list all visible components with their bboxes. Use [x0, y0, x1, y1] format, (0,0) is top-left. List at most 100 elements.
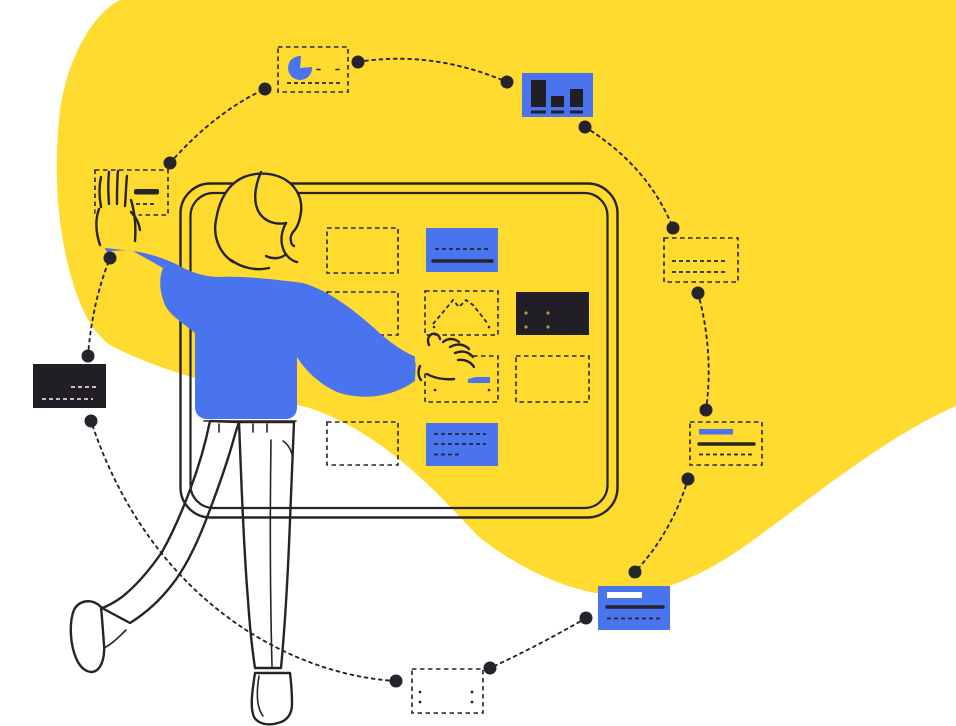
- thumb: [417, 364, 423, 382]
- person-legs: [69, 419, 297, 726]
- ring-dot: [579, 611, 593, 625]
- ring-dot: [691, 286, 705, 300]
- ring-dot: [500, 75, 514, 89]
- corner-dot: [418, 700, 422, 704]
- connection-ring: [87, 57, 710, 682]
- card-body: [516, 292, 589, 335]
- yellow-blob: [56, 0, 956, 596]
- pocket-curve: [282, 440, 294, 460]
- corner-dots: [418, 690, 474, 704]
- ring-dot: [628, 565, 642, 579]
- bar: [531, 80, 546, 107]
- bar: [570, 89, 583, 107]
- pie-chart-icon: [288, 55, 313, 80]
- ring-segment: [90, 420, 397, 682]
- chip-dot: [433, 388, 437, 392]
- finger: [98, 175, 103, 209]
- right-hand: [415, 332, 476, 382]
- card-border: [411, 668, 484, 714]
- whiteboard-outer-frame: [179, 182, 619, 519]
- blue-text-card: [426, 228, 498, 272]
- ring-segment: [357, 57, 508, 83]
- mouth-chin: [264, 253, 287, 260]
- ring-segment: [584, 126, 674, 229]
- pie-chart-card: [277, 46, 349, 93]
- ring-segment: [697, 292, 710, 411]
- corner-dot: [418, 690, 422, 694]
- ring-segment: [169, 88, 266, 164]
- ring-dot: [483, 661, 497, 675]
- ring-dot: [699, 403, 713, 417]
- whiteboard-inner-frame: [189, 191, 609, 510]
- blue-title-bar: [699, 429, 733, 435]
- hair-outline: [214, 172, 303, 264]
- left-hand-strokes: [95, 169, 142, 247]
- media-dot: [524, 325, 528, 329]
- card-body: [426, 228, 498, 272]
- placeholder-card: [326, 291, 399, 336]
- finger: [123, 174, 129, 208]
- title-bar: [134, 189, 159, 195]
- chart-dot: [432, 325, 436, 329]
- person-body: [96, 233, 416, 419]
- ring-dot: [681, 472, 695, 486]
- line-chart-card: [424, 290, 499, 336]
- front-leg-seam: [269, 439, 273, 667]
- back-shoe: [69, 600, 106, 674]
- dark-card-left: [33, 364, 106, 408]
- text-card-right: [663, 237, 739, 283]
- whiteboard: [179, 182, 619, 519]
- white-title-bar: [607, 592, 642, 598]
- ring-cards: [33, 46, 763, 714]
- hair-strand: [280, 221, 299, 264]
- finger: [441, 337, 461, 344]
- text-card-bottom: [598, 586, 670, 630]
- thumb: [129, 210, 142, 232]
- palm-edge: [129, 198, 137, 243]
- placeholder-card-bottom: [411, 668, 484, 714]
- dark-media-card: [516, 292, 589, 335]
- board-cards: [326, 227, 590, 466]
- blue-chip: [468, 377, 490, 383]
- card-body: [33, 364, 106, 408]
- ring-segment: [634, 478, 689, 573]
- chip-dot: [487, 388, 491, 392]
- hair-fringe: [254, 170, 288, 225]
- finger: [448, 343, 471, 351]
- ring-dot: [163, 156, 177, 170]
- card-border: [689, 421, 763, 466]
- front-leg: [237, 420, 296, 670]
- ring-dot: [84, 414, 98, 428]
- hair-bob-bottom: [229, 258, 271, 271]
- ring-dot: [389, 674, 403, 688]
- palm-line: [425, 372, 456, 381]
- right-hand-strokes: [417, 332, 476, 382]
- face-profile: [289, 210, 303, 248]
- front-boot: [250, 671, 294, 726]
- chart-dot: [487, 325, 491, 329]
- media-dot: [546, 311, 550, 315]
- head-strokes: [214, 170, 303, 271]
- board-placeholders: [326, 227, 590, 466]
- person-head: [214, 170, 303, 271]
- finger: [453, 350, 475, 359]
- ring-dot: [258, 82, 272, 96]
- line-chart-glyph: [432, 298, 489, 325]
- ring-segment: [489, 617, 587, 669]
- card-border: [277, 46, 349, 93]
- finger: [456, 358, 476, 369]
- finger: [115, 169, 120, 206]
- back-leg: [100, 419, 241, 625]
- media-dot: [546, 325, 550, 329]
- bar-chart-card: [522, 73, 593, 117]
- person: [69, 169, 476, 726]
- blue-list-card: [426, 423, 498, 466]
- placeholder-card: [515, 355, 590, 403]
- ring-dots: [81, 55, 713, 688]
- corner-dot: [470, 700, 474, 704]
- text-card-mid-right: [689, 421, 763, 466]
- palm-outline: [95, 207, 102, 247]
- left-hand-fill: [94, 173, 141, 252]
